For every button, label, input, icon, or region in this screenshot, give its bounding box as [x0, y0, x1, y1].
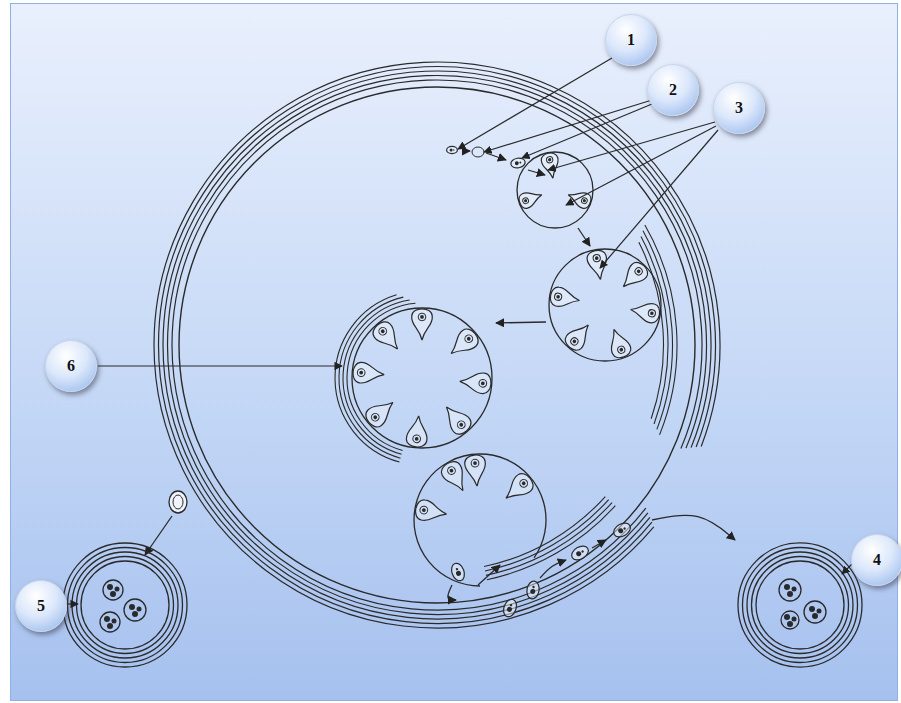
encysted-cell — [103, 580, 123, 600]
free-cell — [447, 146, 458, 153]
cyst — [549, 249, 661, 361]
encysted-cell — [100, 612, 120, 632]
arrow — [592, 540, 606, 548]
leader-line — [98, 365, 342, 366]
cyst — [352, 308, 492, 448]
wall-layer — [752, 556, 849, 653]
callout-number: 4 — [851, 534, 901, 586]
wall-layer — [154, 62, 720, 628]
callout-number: 3 — [713, 82, 765, 134]
sporozoite — [370, 318, 406, 355]
encysted-cell — [781, 611, 799, 629]
stage — [472, 147, 484, 157]
cyst — [517, 152, 593, 228]
arrow — [448, 585, 456, 600]
free-cell — [611, 520, 633, 539]
callout-number: 2 — [647, 64, 699, 116]
free-cell — [510, 157, 526, 169]
arrow — [578, 228, 590, 246]
arrow — [486, 153, 506, 160]
sporozoite — [439, 400, 475, 437]
callout-number: 1 — [605, 14, 657, 66]
wall-layer — [63, 543, 187, 667]
drawing — [63, 58, 862, 667]
wall-layer — [486, 503, 612, 576]
wall-layer — [68, 548, 183, 663]
wall-layer — [756, 561, 844, 649]
encysted-cell — [804, 601, 826, 623]
sporozoite — [586, 249, 610, 281]
encysted-cell — [779, 579, 801, 601]
free-cell — [569, 543, 591, 562]
leader-line — [522, 104, 652, 158]
leader-line — [600, 130, 718, 268]
leader-line — [842, 564, 852, 574]
wall-layer — [339, 297, 403, 458]
sporozoite — [352, 362, 385, 385]
sporozoite — [605, 326, 633, 360]
arrow — [496, 322, 546, 323]
sporozoite — [617, 259, 651, 293]
wall-layer — [76, 556, 173, 653]
sporozoite — [459, 371, 492, 394]
free-cell — [526, 580, 541, 600]
wall-layer — [485, 500, 609, 571]
leader-line — [566, 126, 716, 205]
callout-number: 6 — [45, 340, 97, 392]
wall-layer — [335, 295, 399, 462]
sporozoite — [406, 415, 429, 448]
free-cell — [449, 561, 466, 582]
arrow — [540, 560, 566, 578]
wall-layer — [179, 87, 695, 603]
small-cyst — [169, 491, 187, 513]
sporozoite — [464, 454, 487, 487]
wall-layer — [81, 561, 169, 649]
arrow — [528, 170, 545, 175]
sporozoite — [444, 326, 481, 362]
sporozoite — [562, 319, 596, 354]
sporozoite — [540, 152, 561, 180]
sporozoite — [517, 188, 544, 211]
sporozoite — [414, 499, 448, 525]
sporozoite — [566, 188, 593, 211]
wall-layer — [172, 80, 702, 610]
wall-layer — [738, 543, 862, 667]
wall-layer — [159, 67, 716, 624]
arrow — [145, 516, 172, 555]
small-cyst — [173, 495, 183, 509]
sporozoite — [499, 470, 536, 506]
leader-line — [458, 58, 612, 149]
sporozoite — [549, 286, 581, 310]
arrow — [652, 515, 735, 540]
wall-layer — [168, 76, 707, 615]
wall-layer — [72, 552, 178, 658]
free-cell — [501, 597, 518, 618]
wall-layer — [487, 506, 615, 580]
wall-layer — [414, 454, 546, 586]
wall-layer — [747, 552, 853, 658]
leader-line — [484, 100, 652, 152]
sporozoite — [412, 309, 433, 340]
encysted-cell — [124, 599, 146, 621]
arrow — [462, 150, 470, 151]
wall-layer — [743, 548, 858, 663]
wall-layer — [163, 71, 711, 619]
arrow — [478, 565, 500, 585]
sporozoite — [629, 300, 661, 324]
leader-line — [66, 603, 78, 604]
callout-number: 5 — [15, 580, 67, 632]
sporozoite — [438, 458, 471, 495]
sporozoite — [362, 395, 399, 431]
